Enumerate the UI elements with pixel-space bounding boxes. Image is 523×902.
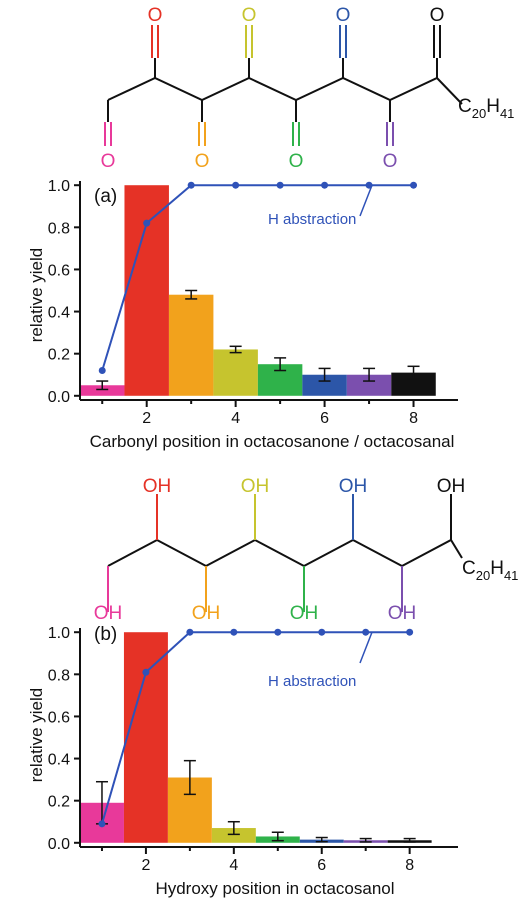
panel-label: (a) — [94, 186, 117, 207]
substituent-h: H — [490, 558, 504, 579]
bar — [124, 185, 169, 396]
substituent-label: C20H41 — [462, 558, 518, 583]
substituent-c: C — [458, 96, 472, 117]
h-abstraction-point — [187, 181, 195, 189]
x-tick-label: 6 — [320, 410, 329, 427]
bar — [123, 632, 168, 843]
substituent-c: C — [462, 558, 476, 579]
molecule-ketone-structure: C20H41 O O O O O O O O — [101, 5, 515, 172]
h-abstraction-point — [274, 628, 282, 636]
h-abstraction-point — [232, 181, 240, 189]
y-tick-label: 0.2 — [48, 794, 70, 811]
functional-group-label: O — [242, 5, 257, 26]
functional-group-label: OH — [339, 476, 368, 497]
h-abstraction-point — [321, 181, 329, 189]
functional-group-label: OH — [290, 603, 319, 624]
h-abstraction-line — [101, 184, 414, 371]
functional-group-label: O — [336, 5, 351, 26]
functional-group-label: O — [148, 5, 163, 26]
y-tick-label: 0.2 — [48, 347, 70, 364]
x-axis-label: Carbonyl position in octacosanone / octa… — [90, 432, 455, 451]
carbon-chain-bond — [107, 538, 463, 568]
bar — [391, 372, 436, 396]
functional-group-label: OH — [437, 476, 466, 497]
substituent-h-subscript: 41 — [504, 568, 518, 583]
functional-group-label: OH — [94, 603, 123, 624]
functional-group-label: O — [430, 5, 445, 26]
y-tick-label: 0.8 — [48, 220, 70, 237]
functional-group-label: OH — [241, 476, 270, 497]
bar — [213, 349, 258, 396]
y-tick-label: 0.4 — [48, 305, 70, 322]
functional-group-label: OH — [192, 603, 221, 624]
bar — [168, 294, 214, 396]
x-axis-label: Hydroxy position in octacosanol — [155, 879, 394, 898]
line-series-label: H abstraction — [268, 673, 356, 690]
h-abstraction-point — [98, 820, 106, 828]
molecule-alcohol-structure: C20H41 OH OH OH OH OH OH OH OH — [94, 476, 519, 624]
chart-b: relative yield Hydroxy position in octac… — [27, 624, 458, 898]
bar — [80, 385, 125, 396]
h-abstraction-point — [362, 628, 370, 636]
h-abstraction-point — [318, 628, 326, 636]
functional-group-label: O — [289, 151, 304, 172]
h-abstraction-point — [143, 219, 151, 227]
label-leader-line — [359, 631, 373, 664]
y-tick-label: 0.6 — [48, 709, 70, 726]
substituent-c-subscript: 20 — [472, 106, 486, 121]
x-tick-label: 8 — [405, 857, 414, 874]
h-abstraction-point — [230, 628, 238, 636]
y-tick-label: 0.0 — [48, 836, 70, 853]
h-abstraction-point — [406, 628, 414, 636]
substituent-label: C20H41 — [458, 96, 514, 121]
h-abstraction-line — [101, 631, 410, 825]
bar — [302, 374, 347, 396]
h-abstraction-point — [276, 181, 284, 189]
x-tick-label: 8 — [409, 410, 418, 427]
line-series-label: H abstraction — [268, 211, 356, 228]
x-tick-label: 6 — [317, 857, 326, 874]
y-tick-label: 1.0 — [48, 625, 70, 642]
carbon-chain-bond — [107, 76, 463, 105]
functional-group-label: OH — [143, 476, 172, 497]
y-tick-label: 0.6 — [48, 262, 70, 279]
y-tick-label: 0.8 — [48, 667, 70, 684]
h-abstraction-point — [98, 367, 106, 375]
chart-a: relative yield Carbonyl position in octa… — [27, 178, 458, 451]
bar — [346, 374, 392, 396]
x-tick-label: 2 — [142, 410, 151, 427]
y-tick-label: 0.4 — [48, 752, 70, 769]
h-abstraction-point — [186, 628, 194, 636]
functional-group-label: O — [383, 151, 398, 172]
substituent-h: H — [486, 96, 500, 117]
substituent-h-subscript: 41 — [500, 106, 514, 121]
y-axis-label: relative yield — [27, 688, 46, 783]
x-tick-label: 4 — [229, 857, 238, 874]
label-leader-line — [359, 184, 373, 217]
x-tick-label: 4 — [231, 410, 240, 427]
substituent-c-subscript: 20 — [476, 568, 490, 583]
functional-group-label: O — [101, 151, 116, 172]
panel-label: (b) — [94, 624, 117, 645]
functional-group-label: OH — [388, 603, 417, 624]
y-tick-label: 0.0 — [48, 389, 70, 406]
h-abstraction-point — [142, 668, 150, 676]
y-axis-label: relative yield — [27, 248, 46, 343]
h-abstraction-point — [410, 181, 418, 189]
bar — [211, 828, 256, 843]
functional-group-label: O — [195, 151, 210, 172]
x-tick-label: 2 — [141, 857, 150, 874]
y-tick-label: 1.0 — [48, 178, 70, 195]
